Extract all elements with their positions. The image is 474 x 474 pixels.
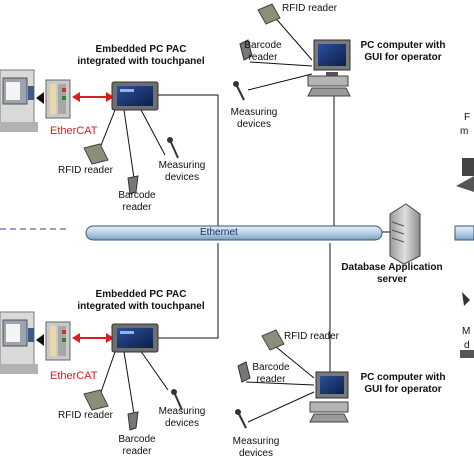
right-partial-label-1: F [464, 112, 471, 123]
bottom-left-rfid-label: RFID reader [58, 410, 114, 421]
measuring-probe-icon [235, 409, 247, 429]
top-right-measuring-label: Measuring devices [230, 107, 278, 130]
bottom-left-barcode-label: Barcode reader [118, 434, 156, 457]
measuring-probe-icon [167, 137, 179, 159]
wires [99, 13, 394, 423]
right-partial-device-icon [460, 292, 474, 358]
pac-controller-icon [45, 321, 71, 361]
ethercat-link [72, 333, 114, 343]
barcode-scanner-icon [239, 39, 253, 61]
bottom-ethercat-label: EtherCAT [50, 370, 98, 382]
right-partial-device-icon [456, 158, 474, 192]
bottom-right-measuring-label: Measuring devices [232, 436, 280, 459]
top-right-barcode-label: Barcode reader [244, 40, 282, 63]
ethercat-link [72, 92, 114, 102]
bottom-pac-title: Embedded PC PAC integrated with touchpan… [77, 289, 205, 312]
measuring-probe-icon [233, 81, 245, 101]
rfid-reader-icon [83, 143, 109, 165]
database-server-label: Database Application server [341, 262, 443, 285]
cnc-machine-icon [0, 69, 38, 132]
measuring-probe-icon [171, 389, 183, 411]
top-left-barcode-label: Barcode reader [118, 190, 156, 213]
cnc-machine-icon [0, 311, 38, 374]
bottom-pc-label: PC computer with GUI for operator [360, 372, 446, 395]
rfid-reader-icon [257, 3, 281, 25]
top-left-measuring-label: Measuring devices [158, 160, 206, 183]
touchpanel-icon [111, 323, 159, 353]
ethernet-bus [85, 225, 474, 241]
top-pc-label: PC computer with GUI for operator [360, 40, 446, 63]
bottom-left-measuring-label: Measuring devices [158, 406, 206, 429]
barcode-scanner-icon [127, 411, 139, 431]
barcode-scanner-icon [127, 175, 139, 195]
ethernet-label: Ethernet [200, 227, 238, 238]
top-ethercat-label: EtherCAT [50, 125, 98, 137]
touchpanel-icon [111, 81, 159, 111]
pc-computer-icon [309, 371, 349, 423]
rfid-reader-icon [83, 389, 109, 411]
top-right-rfid-label: RFID reader [282, 3, 338, 14]
pac-controller-icon [45, 79, 71, 119]
machine-to-pac-arrows [36, 92, 44, 346]
right-partial-label-3: M [462, 326, 471, 337]
barcode-scanner-icon [237, 361, 251, 383]
bottom-right-rfid-label: RFID reader [284, 331, 340, 342]
top-left-rfid-label: RFID reader [58, 165, 114, 176]
rfid-reader-icon [261, 329, 285, 351]
database-server-icon [389, 203, 421, 265]
right-partial-label-4: d [464, 340, 470, 351]
top-pac-title: Embedded PC PAC integrated with touchpan… [77, 44, 205, 67]
bottom-right-barcode-label: Barcode reader [252, 362, 290, 385]
pc-computer-icon [307, 39, 351, 97]
right-partial-label-2: m [460, 126, 469, 137]
